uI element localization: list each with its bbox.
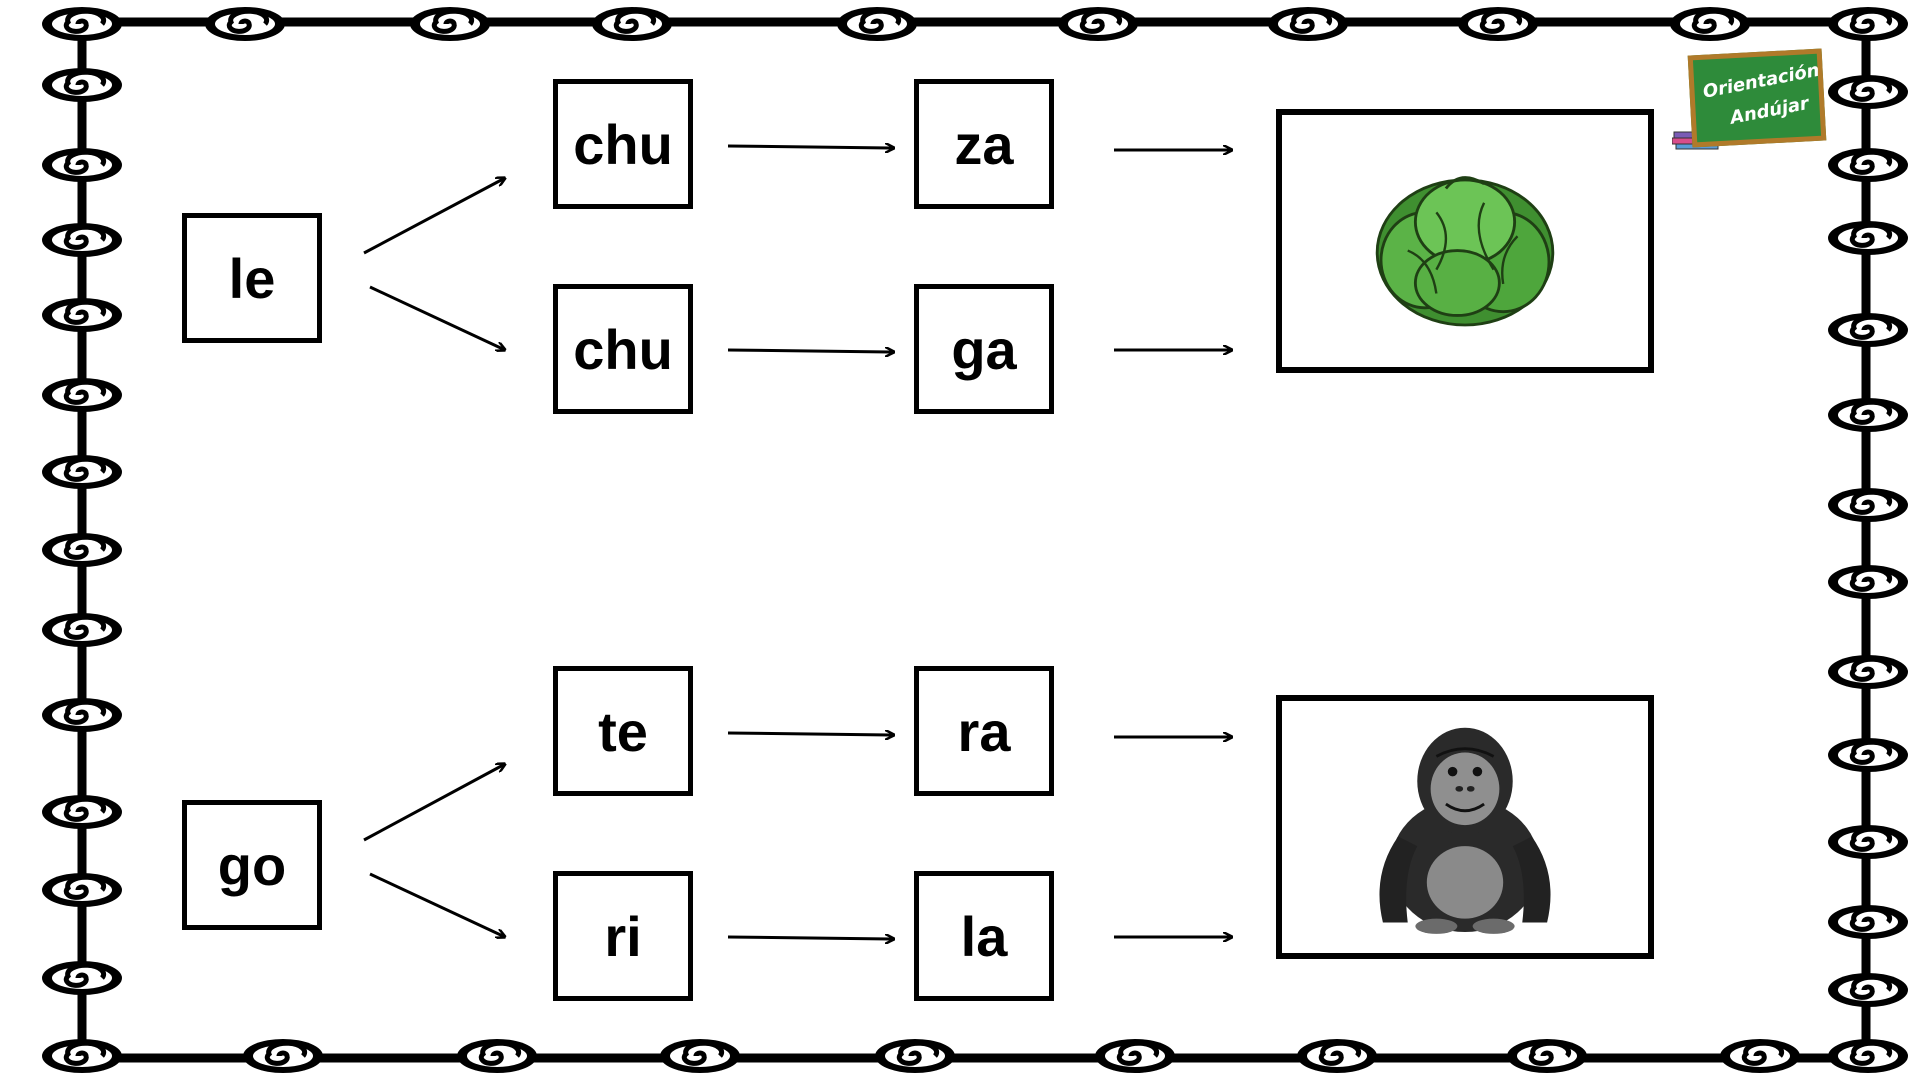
- middle-syllable-te: te: [553, 666, 693, 796]
- end-syllable-ra: ra: [914, 666, 1054, 796]
- middle-syllable-chu-1: chu: [553, 79, 693, 209]
- spiral-icon: [457, 1039, 537, 1073]
- start-syllable-go: go: [182, 800, 322, 930]
- spiral-icon: [1268, 7, 1348, 41]
- arrow-icon: [727, 937, 894, 939]
- logo-line-2: Andújar: [1728, 92, 1811, 129]
- spiral-icon: [592, 7, 672, 41]
- spiral-icon: [205, 7, 285, 41]
- spiral-icon: [42, 961, 122, 995]
- spiral-icon: [1828, 738, 1908, 772]
- spiral-icon: [42, 223, 122, 257]
- spiral-icon: [1720, 1039, 1800, 1073]
- spiral-icon: [42, 298, 122, 332]
- lettuce-picture-box: [1276, 109, 1654, 373]
- spiral-icon: [1828, 75, 1908, 109]
- spiral-icon: [42, 533, 122, 567]
- arrow-icon: [363, 178, 505, 255]
- spiral-icon: [875, 1039, 955, 1073]
- spiral-icon: [42, 7, 122, 41]
- spiral-icon: [1058, 7, 1138, 41]
- spiral-icon: [1828, 148, 1908, 182]
- spiral-icon: [42, 698, 122, 732]
- spiral-icon: [1828, 398, 1908, 432]
- spiral-icon: [1458, 7, 1538, 41]
- end-syllable-ga: ga: [914, 284, 1054, 414]
- spiral-icon: [1828, 7, 1908, 41]
- spiral-icon: [1828, 973, 1908, 1007]
- spiral-icon: [1828, 655, 1908, 689]
- spiral-icon: [42, 455, 122, 489]
- arrow-icon: [363, 764, 505, 842]
- spiral-icon: [660, 1039, 740, 1073]
- spiral-icon: [42, 1039, 122, 1073]
- middle-syllable-ri: ri: [553, 871, 693, 1001]
- end-syllable-la: la: [914, 871, 1054, 1001]
- gorilla-icon: [1379, 727, 1551, 934]
- arrow-icon: [727, 350, 894, 352]
- middle-syllable-chu-2: chu: [553, 284, 693, 414]
- lettuce-icon: [1375, 176, 1555, 327]
- arrow-icon: [727, 146, 894, 148]
- gorilla-picture-box: [1276, 695, 1654, 959]
- chalkboard-logo-icon: Orientación Andújar: [1687, 48, 1827, 148]
- spiral-icon: [1828, 1039, 1908, 1073]
- arrow-icon: [369, 285, 505, 350]
- spiral-icon: [1828, 825, 1908, 859]
- spiral-icon: [1507, 1039, 1587, 1073]
- start-syllable-le: le: [182, 213, 322, 343]
- end-syllable-za: za: [914, 79, 1054, 209]
- spiral-icon: [42, 873, 122, 907]
- spiral-icon: [1828, 565, 1908, 599]
- spiral-icon: [243, 1039, 323, 1073]
- spiral-icon: [42, 378, 122, 412]
- spiral-icon: [837, 7, 917, 41]
- spiral-icon: [42, 68, 122, 102]
- orientacion-andujar-logo: Orientación Andújar: [1672, 48, 1830, 150]
- spiral-icon: [1828, 313, 1908, 347]
- spiral-icon: [410, 7, 490, 41]
- spiral-icon: [42, 148, 122, 182]
- spiral-icon: [1828, 905, 1908, 939]
- spiral-icon: [42, 795, 122, 829]
- spiral-icon: [42, 613, 122, 647]
- spiral-icon: [1828, 488, 1908, 522]
- spiral-icon: [1828, 221, 1908, 255]
- spiral-icon: [1670, 7, 1750, 41]
- spiral-icon: [1095, 1039, 1175, 1073]
- arrow-icon: [369, 872, 505, 937]
- arrow-icon: [727, 733, 894, 735]
- spiral-icon: [1297, 1039, 1377, 1073]
